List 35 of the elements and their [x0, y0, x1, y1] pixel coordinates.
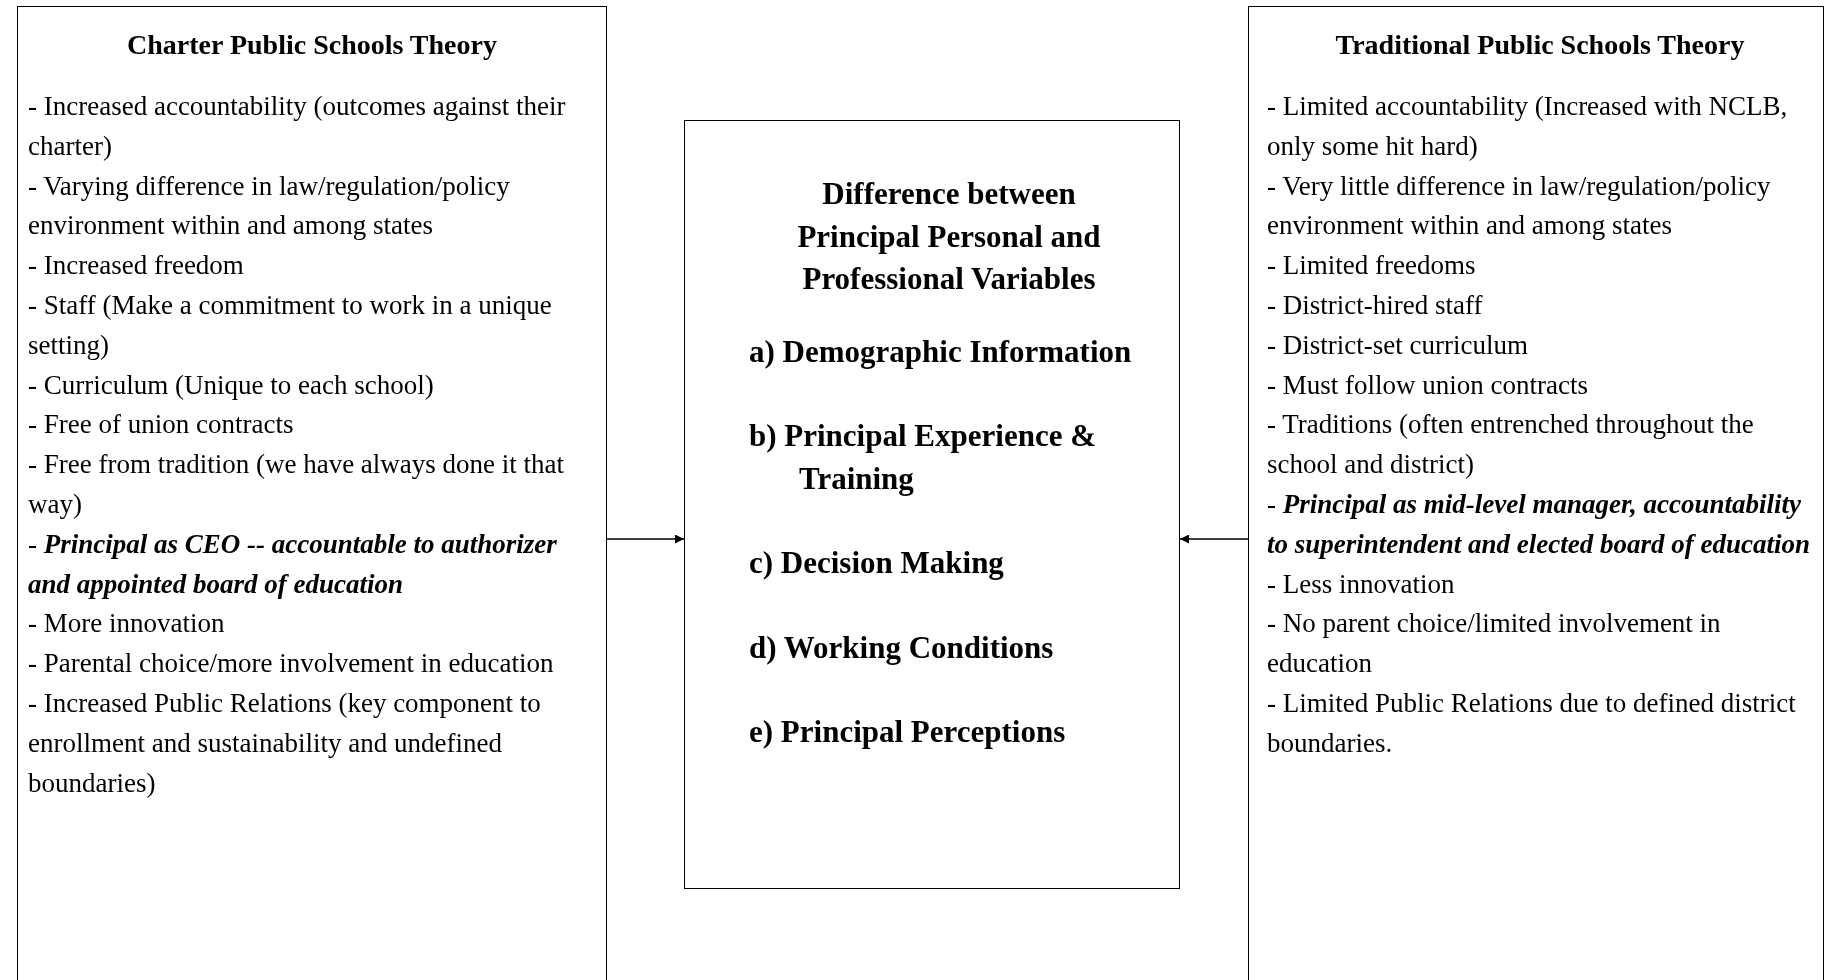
bullet-text: - Principal as mid-level manager, accountability to superintendent and elected board of education	[1267, 487, 1811, 561]
bullet-text: - District-set curriculum	[1267, 328, 1529, 362]
bullet-text: - Staff (Make a commitment to work in a unique setting)	[28, 289, 553, 362]
bullet-text: - Very little difference in law/regulation/policy environment within and among states	[1267, 169, 1772, 243]
bullet-text: - Must follow union contracts	[1267, 368, 1589, 402]
box-heading: Difference between Principal Personal and Professional Variables	[796, 175, 1102, 298]
bullet-text: - Limited accountability (Increased with NCLB, only some hit hard)	[1267, 90, 1789, 163]
bullet-text: - District-hired staff	[1267, 289, 1484, 322]
theory-box	[17, 6, 607, 980]
bullet-text: - Increased freedom	[28, 249, 245, 283]
arrow	[606, 534, 685, 544]
arrow	[1179, 534, 1249, 544]
bullet-text: - Increased Public Relations (key component to enrollment and sustainability and undefined boundaries)	[28, 686, 542, 800]
bullet-text: - Parental choice/more involvement in education	[28, 647, 555, 681]
bullet-text: - Limited freedoms	[1267, 249, 1477, 283]
bullet-text: - Free of union contracts	[28, 408, 295, 442]
bullet-text: - Curriculum (Unique to each school)	[28, 368, 435, 402]
bullet-text: - More innovation	[28, 607, 226, 641]
box-heading: Charter Public Schools Theory	[126, 29, 498, 61]
box-heading: Traditional Public Schools Theory	[1334, 29, 1746, 61]
list-item: b) Principal Experience & Training	[749, 417, 1097, 498]
bullet-text: - No parent choice/limited involvement in education	[1267, 607, 1722, 681]
bullet-text: - Traditions (often entrenched throughout the school and district)	[1267, 408, 1755, 482]
list-item: d) Working Conditions	[749, 628, 1055, 667]
bullet-text: - Increased accountability (outcomes against their charter)	[28, 90, 567, 163]
theory-box	[1248, 6, 1824, 980]
bullet-text: - Less innovation	[1267, 567, 1456, 601]
bullet-text: - Varying difference in law/regulation/policy environment within and among states	[28, 169, 511, 243]
list-item: e) Principal Perceptions	[749, 713, 1067, 751]
variables-box	[684, 120, 1180, 889]
list-item: a) Demographic Information	[749, 332, 1133, 371]
bullet-text: - Principal as CEO -- accountable to authorizer and appointed board of education	[28, 527, 558, 601]
bullet-text: - Limited Public Relations due to defined district boundaries.	[1267, 686, 1797, 760]
bullet-text: - Free from tradition (we have always done it that way)	[28, 448, 566, 521]
list-item: c) Decision Making	[749, 544, 1005, 582]
